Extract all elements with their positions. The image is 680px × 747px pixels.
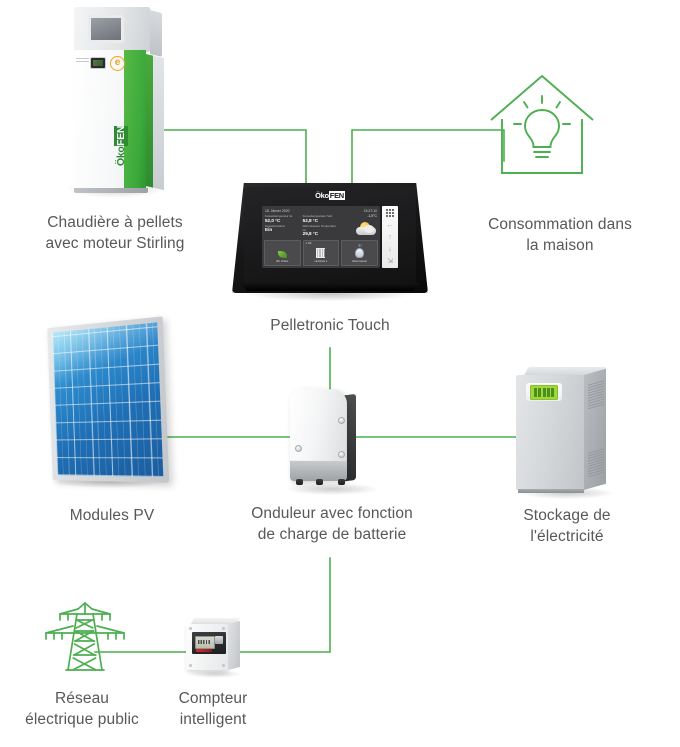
node-pellet-boiler: e ÖkoFEN (62, 2, 172, 202)
meter-shadow (188, 670, 242, 678)
line-boiler-to-touch (150, 130, 306, 186)
stirling-window (88, 15, 124, 43)
touch-brand-logo: ÖkoFEN (310, 191, 350, 200)
battery-vent-top (588, 379, 604, 410)
battery-vent-bottom (588, 447, 604, 478)
battery-level-indicator (526, 383, 562, 401)
caption-power-grid: Réseau électrique public (0, 688, 164, 730)
reading-0-value: 52,0 °C (265, 219, 302, 223)
stirling-module-side (150, 10, 162, 57)
power-pylon-icon (40, 600, 130, 674)
battery-cells-icon (530, 385, 559, 400)
touch-stand (236, 283, 424, 291)
tile-2-caption: Warmwasser (352, 260, 367, 264)
tile-0-caption: Bio Online (276, 260, 288, 264)
meter-side-face (228, 621, 240, 670)
meter-screw-bl (189, 664, 192, 667)
inverter-screw-left (295, 445, 302, 452)
reading-3-value: 29,8 °C (303, 232, 340, 236)
screen-statusbar: 18. Jänner 2020 15:27:10 (262, 206, 380, 214)
touch-sidebar: ← ↑ ↓ ⇲ (382, 206, 398, 268)
exit-icon[interactable]: ⇲ (387, 258, 393, 265)
radiator-icon (316, 248, 325, 258)
meter-screw-tr (222, 627, 225, 630)
reading-2: Kesselzustand Ein (265, 224, 302, 237)
leaf-icon (278, 251, 287, 258)
meter-label-strip (196, 649, 212, 652)
menu-grid-icon[interactable] (386, 209, 394, 217)
boiler-brand-logo: ÖkoFEN (116, 118, 126, 174)
up-arrow-icon[interactable]: ↑ (388, 234, 392, 241)
down-arrow-icon[interactable]: ↓ (388, 246, 392, 253)
reading-1-value: 52,8 °C (303, 219, 340, 223)
touch-bezel: ÖkoFEN 18. Jänner 2020 15:27:10 Kesselte… (232, 183, 428, 293)
node-power-grid (40, 600, 130, 674)
pv-glass (52, 322, 163, 477)
battery-base (518, 489, 584, 493)
caption-pelletronic-touch: Pelletronic Touch (232, 315, 428, 336)
touch-screen[interactable]: 18. Jänner 2020 15:27:10 Kesseltemperatu… (262, 206, 380, 268)
reading-3: Warmwasser Temperatur ist 29,8 °C (303, 224, 340, 237)
screen-tiles: Bio Online 1 HK Heizkreis 1 Warmwasser (264, 240, 378, 266)
back-arrow-icon[interactable]: ← (387, 222, 394, 229)
caption-battery-storage: Stockage de l'électricité (460, 505, 674, 547)
boiler-green-stripe (124, 50, 146, 190)
boiler-display (90, 57, 106, 69)
meter-front-panel (192, 632, 226, 654)
node-house-consumption (488, 72, 596, 182)
screen-time: 15:27:10 (364, 209, 377, 213)
caption-inverter: Onduleur avec fonction de charge de batt… (212, 503, 452, 545)
screen-tile-hot-water[interactable]: Warmwasser (341, 240, 378, 266)
inverter-feet (296, 479, 346, 485)
reading-0: Kesseltemperatur ist 52,0 °C (265, 214, 302, 223)
screen-tile-heating-circuit[interactable]: 1 HK Heizkreis 1 (303, 240, 340, 266)
screen-tile-bio-online[interactable]: Bio Online (264, 240, 301, 266)
meter-button[interactable] (215, 636, 223, 644)
tile-1-value: 1 HK (306, 242, 312, 246)
tile-1-caption: Heizkreis 1 (315, 260, 328, 264)
meter-screw-br (222, 664, 225, 667)
node-inverter (278, 385, 386, 497)
tank-icon (355, 248, 364, 258)
pv-reflection (52, 322, 163, 477)
boiler-green-stripe-side (146, 54, 153, 188)
reading-2-value: Ein (265, 228, 302, 232)
screen-date: 18. Jänner 2020 (265, 209, 290, 213)
meter-screw-tl (189, 627, 192, 630)
boiler-base (74, 188, 148, 193)
house-lightbulb-icon (488, 72, 596, 182)
boiler-model-text (76, 58, 89, 64)
caption-smart-meter: Compteur intelligent (150, 688, 276, 730)
node-pv-modules (44, 328, 176, 488)
meter-lcd-display (195, 636, 215, 649)
caption-house-consumption: Consommation dans la maison (440, 214, 680, 256)
caption-pellet-boiler: Chaudière à pellets avec moteur Stirling (0, 212, 230, 254)
line-touch-to-house (352, 130, 504, 186)
weather-sun-cloud-icon (356, 222, 376, 236)
reading-1: Kesseltemperatur Soll 52,8 °C (303, 214, 340, 223)
caption-pv-modules: Modules PV (30, 505, 194, 526)
node-smart-meter (184, 616, 246, 678)
pv-frame (47, 316, 169, 482)
node-pelletronic-touch: ÖkoFEN 18. Jänner 2020 15:27:10 Kesselte… (232, 183, 428, 303)
inverter-screw-top (338, 417, 345, 424)
e-badge-icon: e (110, 56, 125, 71)
node-battery-storage (512, 365, 622, 500)
inverter-screw-bottom (338, 451, 345, 458)
